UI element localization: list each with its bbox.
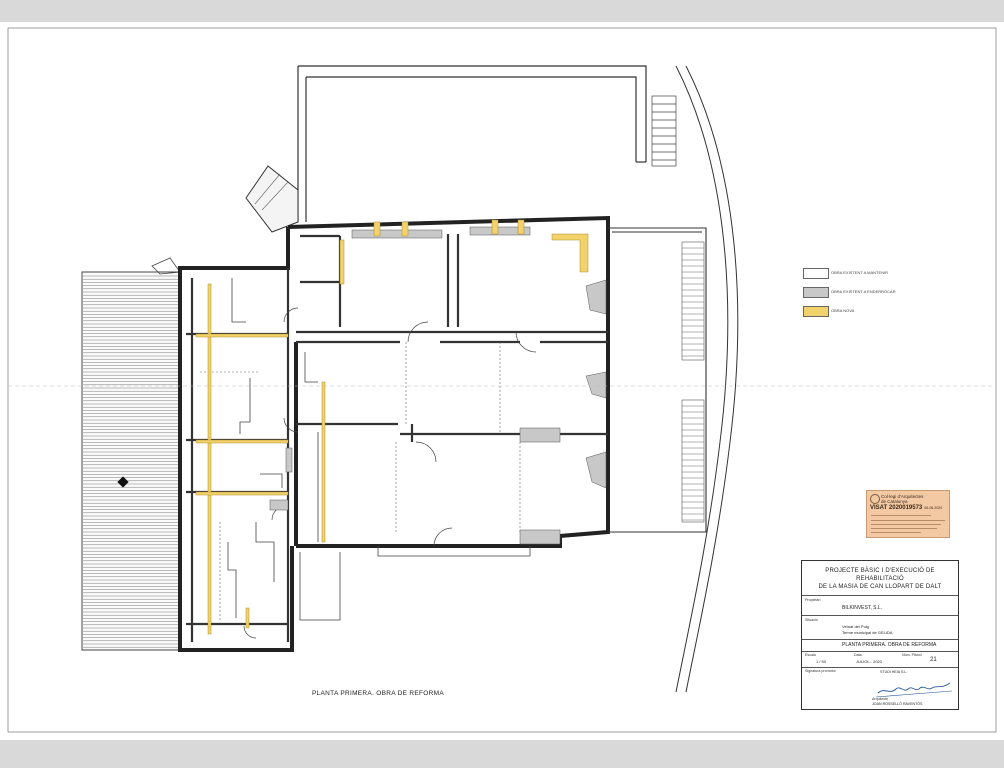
stamp-date: 06-06-2020 (924, 506, 943, 510)
project-title-line: DE LA MASIA DE CAN LLOPART DE DALT (818, 584, 942, 590)
legend: OBRA EXISTENT A MANTENIR OBRA EXISTENT A… (800, 268, 920, 325)
partitions (227, 278, 319, 618)
plan-caption: PLANTA PRIMERA. OBRA DE REFORMA (312, 690, 444, 697)
plan-title-row: PLANTA PRIMERA. OBRA DE REFORMA (802, 639, 958, 652)
east-stair-1 (681, 241, 705, 361)
architect-value: JOAN ROSSELLÓ RAVENTÓS (872, 702, 923, 706)
stamp-org: Col·legi d'Arquitectes de Catalunya (881, 494, 923, 504)
project-title-line: PROJECTE BÀSIC I D'EXECUCIÓ DE REHABILIT… (825, 568, 935, 582)
dashed-lines (200, 342, 521, 622)
east-terrace (608, 227, 707, 533)
stamp-line (871, 515, 931, 516)
legend-swatch (803, 268, 829, 279)
scale-value: 1 / 50 (816, 659, 827, 664)
scale-label: Escala (805, 653, 816, 657)
location-row: Situació Veïnat del Puig Terme municipal… (802, 615, 958, 640)
owner-value: BILKINVEST, S.L. (842, 605, 883, 611)
architect-label: Arquitecte (872, 697, 889, 701)
main-walls (178, 215, 610, 652)
stamp-org-line: de Catalunya (881, 499, 908, 504)
door-swings (243, 307, 537, 639)
inner-walls (186, 234, 608, 642)
location-label: Situació (805, 618, 818, 622)
stamp-line (871, 524, 941, 525)
plan-title: PLANTA PRIMERA. OBRA DE REFORMA (842, 642, 937, 648)
nw-annex (245, 165, 299, 233)
retaining-wall-right (675, 65, 739, 693)
stamp-line (871, 532, 921, 533)
seal-icon (870, 494, 880, 504)
title-block: PROJECTE BÀSIC I D'EXECUCIÓ DE REHABILIT… (801, 560, 959, 710)
drawing-sheet: OBRA EXISTENT A MANTENIR OBRA EXISTENT A… (0, 22, 1004, 740)
owner-row: Propietari BILKINVEST, S.L. (802, 595, 958, 616)
upper-stair (651, 95, 677, 167)
visa-stamp: Col·legi d'Arquitectes de Catalunya VISA… (866, 490, 950, 538)
stamp-org-line: Col·legi d'Arquitectes (881, 494, 924, 499)
sheet-number: 21 (930, 657, 937, 663)
meta-row: Escala 1 / 50 Data JULIOL - 2020 Núm. Pl… (802, 651, 958, 668)
upper-terrace (297, 65, 647, 222)
owner-label: Propietari (805, 598, 821, 602)
legend-label: OBRA NOVA (831, 308, 855, 313)
legend-item: OBRA EXISTENT A ENDERROCAR (800, 287, 920, 301)
legend-swatch (803, 306, 829, 317)
south-steps (299, 546, 531, 621)
floor-plan (7, 27, 997, 733)
roof-hatched-left (81, 271, 181, 651)
legend-label: OBRA EXISTENT A ENDERROCAR (831, 289, 896, 294)
legend-label: OBRA EXISTENT A MANTENIR (831, 270, 889, 275)
stamp-visat: VISAT 2020019573 (870, 505, 923, 511)
sheet-label: Núm. Plànol (902, 653, 922, 657)
east-stair-2 (681, 399, 705, 523)
location-value: Veïnat del Puig (842, 624, 869, 629)
legend-item: OBRA NOVA (800, 306, 920, 320)
project-title: PROJECTE BÀSIC I D'EXECUCIÓ DE REHABILIT… (808, 567, 952, 591)
date-value: JULIOL - 2020 (856, 659, 882, 664)
legend-swatch (803, 287, 829, 298)
date-label: Data (854, 653, 862, 657)
promoter-value: STUDI HEIA S.L. (880, 670, 908, 674)
stamp-line (871, 528, 937, 529)
new-work (195, 219, 589, 635)
legend-item: OBRA EXISTENT A MANTENIR (800, 268, 920, 282)
promoter-row: Signatura promotor STUDI HEIA S.L. (802, 667, 958, 680)
demolition-walls (269, 226, 607, 545)
architect-signature (875, 682, 953, 698)
promoter-label: Signatura promotor (805, 669, 836, 673)
sheet-border (7, 27, 997, 733)
stamp-line (871, 520, 945, 521)
location-value: Terme municipal de GELIDA (842, 630, 893, 635)
